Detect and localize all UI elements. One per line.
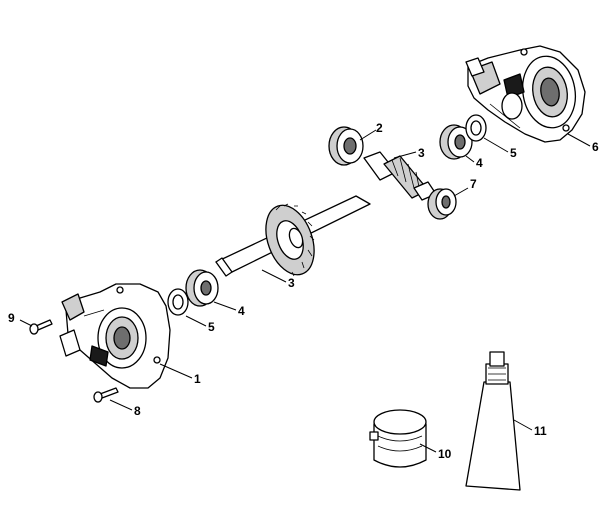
leader-line-8 (109, 399, 133, 411)
leader-line-10 (419, 443, 437, 453)
callout-2: 2 (376, 121, 383, 135)
screw-9 (29, 319, 53, 335)
leader-line-1 (159, 363, 193, 379)
callout-8: 8 (134, 404, 141, 418)
leader-line-3a (393, 151, 417, 159)
ball-bearing-top (328, 126, 364, 166)
callout-11: 11 (534, 424, 547, 438)
callout-7: 7 (470, 177, 477, 191)
ball-bearing-lower (185, 269, 219, 307)
leader-line-11 (513, 419, 533, 431)
leader-line-4a (465, 155, 475, 163)
callout-3-gear-shaft: 3 (288, 276, 295, 290)
callout-5-lower: 5 (208, 320, 215, 334)
grease-tube (465, 351, 521, 491)
callout-4-upper: 4 (476, 156, 483, 170)
callout-5-upper: 5 (510, 146, 517, 160)
ball-bearing-upper (439, 124, 473, 160)
callout-4-lower: 4 (238, 304, 245, 318)
callout-6: 6 (592, 140, 599, 154)
leader-line-9 (19, 319, 33, 327)
shaft-seal-upper (465, 114, 487, 142)
shaft-seal-lower (167, 288, 189, 316)
callout-3-worm-shaft: 3 (418, 146, 425, 160)
gear-housing-lower (59, 283, 171, 389)
callout-10: 10 (438, 447, 452, 461)
leader-line-4b (213, 301, 237, 311)
gear-housing-upper (465, 45, 586, 143)
leader-line-3b (261, 269, 287, 283)
leader-line-6 (567, 133, 591, 147)
grease-tin (369, 409, 427, 468)
callout-9: 9 (8, 311, 15, 325)
leader-line-2 (359, 129, 377, 141)
worm-shaft (363, 151, 437, 201)
screw-8 (93, 387, 119, 403)
leader-line-5a (483, 137, 509, 153)
gear-and-shaft (215, 195, 371, 277)
callout-1: 1 (194, 372, 201, 386)
leader-line-5b (185, 315, 207, 327)
leader-line-7 (453, 187, 469, 197)
ball-bearing-small (427, 188, 457, 220)
